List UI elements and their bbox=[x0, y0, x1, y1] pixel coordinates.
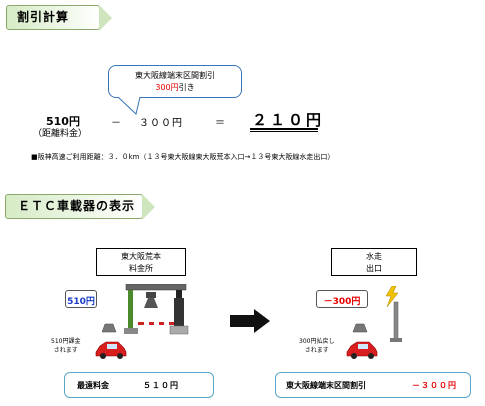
entrance-charge-value: 510円 bbox=[67, 297, 95, 307]
car-icon bbox=[95, 341, 127, 359]
exit-caption-line1: 300円払戻し bbox=[299, 338, 335, 345]
exit-refund-badge: －300円 bbox=[316, 290, 368, 308]
entrance-charge-badge: 510円 bbox=[65, 290, 97, 308]
entrance-booth-line1: 東大阪荒本 bbox=[121, 252, 161, 261]
entrance-result-box: 最遠料金 ５１０円 bbox=[64, 372, 214, 398]
base-note: （距離料金） bbox=[33, 129, 88, 139]
callout-line2: 300円引き bbox=[109, 82, 241, 94]
chevron-right-icon bbox=[142, 194, 155, 220]
discount-amount: ３００円 bbox=[139, 118, 183, 129]
callout-suffix: 引き bbox=[178, 83, 195, 92]
exit-result-value: －３００円 bbox=[412, 381, 457, 390]
toll-gate-icon bbox=[124, 284, 189, 335]
exit-booth-label: 水走 出口 bbox=[331, 248, 417, 276]
result-amount: ２１０円 bbox=[252, 111, 325, 129]
exit-result-label: 東大阪線端末区間割引 bbox=[286, 381, 366, 390]
callout-line1: 東大阪線端末区間割引 bbox=[135, 71, 215, 80]
entrance-booth-label: 東大阪荒本 料金所 bbox=[96, 248, 186, 276]
callout-amount: 300円 bbox=[155, 83, 179, 92]
entrance-caption: 510円課金 されます bbox=[51, 337, 80, 355]
section-header-discount: 割引計算 bbox=[6, 5, 112, 31]
lightning-icon bbox=[385, 286, 399, 308]
base-amount: 510円 bbox=[46, 115, 80, 128]
minus-sign: － bbox=[111, 118, 121, 129]
entrance-booth-line2: 料金所 bbox=[129, 264, 153, 273]
section-title: ＥＴＣ車載器の表示 bbox=[18, 199, 136, 213]
exit-booth-line1: 水走 bbox=[366, 252, 382, 261]
exit-refund-value: －300円 bbox=[323, 297, 361, 307]
chevron-right-icon bbox=[99, 5, 112, 31]
section-title: 割引計算 bbox=[17, 10, 70, 24]
result-underline-2 bbox=[250, 131, 318, 132]
car-icon bbox=[346, 341, 378, 359]
result-underline-1 bbox=[250, 128, 318, 130]
callout-pointer bbox=[118, 96, 141, 115]
equals-sign: ＝ bbox=[215, 118, 225, 129]
exit-result-box: 東大阪線端末区間割引 －３００円 bbox=[275, 372, 471, 398]
entrance-result-value: ５１０円 bbox=[143, 381, 179, 390]
entrance-caption-line1: 510円課金 bbox=[51, 338, 81, 345]
entrance-caption-line2: されます bbox=[53, 347, 78, 354]
section-header-etc: ＥＴＣ車載器の表示 bbox=[5, 194, 155, 220]
signal-pole-icon bbox=[390, 301, 402, 342]
exit-caption: 300円払戻し されます bbox=[299, 337, 334, 355]
exit-caption-line2: されます bbox=[304, 347, 329, 354]
arrow-right-icon bbox=[230, 309, 270, 333]
exit-booth-line2: 出口 bbox=[366, 264, 382, 273]
usage-note: ■阪神高速ご利用距離：３．０km（１３号東大阪線東大阪荒本入口→１３号東大阪線水… bbox=[31, 153, 335, 161]
entrance-result-label: 最遠料金 bbox=[77, 381, 109, 390]
etc-device-icon bbox=[101, 323, 117, 333]
discount-callout: 東大阪線端末区間割引 300円引き bbox=[108, 65, 242, 98]
etc-device-icon bbox=[352, 323, 368, 333]
